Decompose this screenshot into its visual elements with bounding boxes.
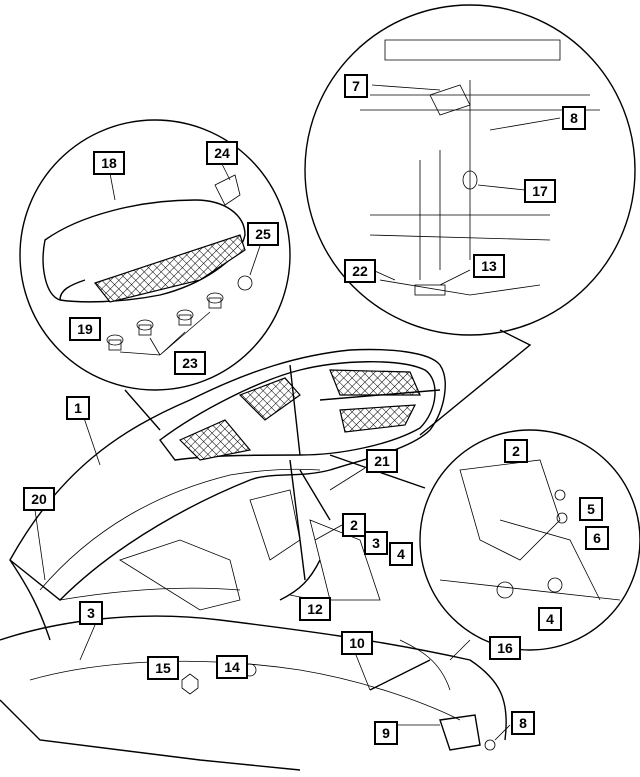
svg-text:3: 3 (87, 605, 95, 621)
svg-text:16: 16 (497, 640, 513, 656)
svg-text:25: 25 (255, 226, 271, 242)
callout-4-main: 4 (389, 542, 413, 566)
callout-9: 9 (374, 721, 398, 745)
callout-25: 25 (247, 222, 279, 246)
svg-text:12: 12 (307, 601, 323, 617)
svg-text:10: 10 (349, 635, 365, 651)
callout-20: 20 (23, 487, 55, 511)
svg-text:8: 8 (570, 110, 578, 126)
svg-text:4: 4 (397, 546, 405, 562)
svg-text:5: 5 (587, 501, 595, 517)
svg-text:19: 19 (77, 321, 93, 337)
callout-19: 19 (69, 317, 101, 341)
callout-8-latch: 8 (511, 711, 535, 735)
callout-18: 18 (93, 151, 125, 175)
svg-text:8: 8 (519, 715, 527, 731)
callout-13: 13 (473, 254, 505, 278)
svg-text:23: 23 (182, 355, 198, 371)
callout-21: 21 (366, 449, 398, 473)
svg-text:2: 2 (512, 443, 520, 459)
callout-12: 12 (299, 597, 331, 621)
callout-7: 7 (344, 74, 368, 98)
callout-3-main: 3 (364, 531, 388, 555)
svg-text:22: 22 (352, 263, 368, 279)
svg-text:9: 9 (382, 725, 390, 741)
svg-text:20: 20 (31, 491, 47, 507)
callout-8-underside: 8 (562, 106, 586, 130)
svg-text:7: 7 (352, 78, 360, 94)
callout-1: 1 (66, 396, 90, 420)
callout-6: 6 (585, 526, 609, 550)
svg-text:21: 21 (374, 453, 390, 469)
svg-text:6: 6 (593, 530, 601, 546)
callout-4-hinge: 4 (538, 607, 562, 631)
callout-17: 17 (524, 179, 556, 203)
svg-text:15: 15 (155, 660, 171, 676)
callout-10: 10 (341, 631, 373, 655)
main-hood-assembly (0, 348, 507, 771)
svg-text:14: 14 (224, 659, 240, 675)
callout-14: 14 (216, 655, 248, 679)
callout-5: 5 (579, 497, 603, 521)
svg-text:24: 24 (214, 145, 230, 161)
callout-22: 22 (344, 259, 376, 283)
scoop-detail-circle (19, 119, 291, 431)
underside-detail-circle (304, 4, 636, 436)
leader-lines (34, 84, 561, 741)
callout-3-left: 3 (79, 601, 103, 625)
svg-text:17: 17 (532, 183, 548, 199)
callout-2-hinge: 2 (504, 439, 528, 463)
hood-scoop (159, 361, 441, 461)
svg-text:4: 4 (546, 611, 554, 627)
svg-text:3: 3 (372, 535, 380, 551)
svg-text:1: 1 (74, 400, 82, 416)
callout-2-main: 2 (342, 513, 366, 537)
svg-text:18: 18 (101, 155, 117, 171)
callout-15: 15 (147, 656, 179, 680)
svg-text:13: 13 (481, 258, 497, 274)
callout-16: 16 (489, 636, 521, 660)
callout-24: 24 (206, 141, 238, 165)
callout-23: 23 (174, 351, 206, 375)
svg-text:2: 2 (350, 517, 358, 533)
